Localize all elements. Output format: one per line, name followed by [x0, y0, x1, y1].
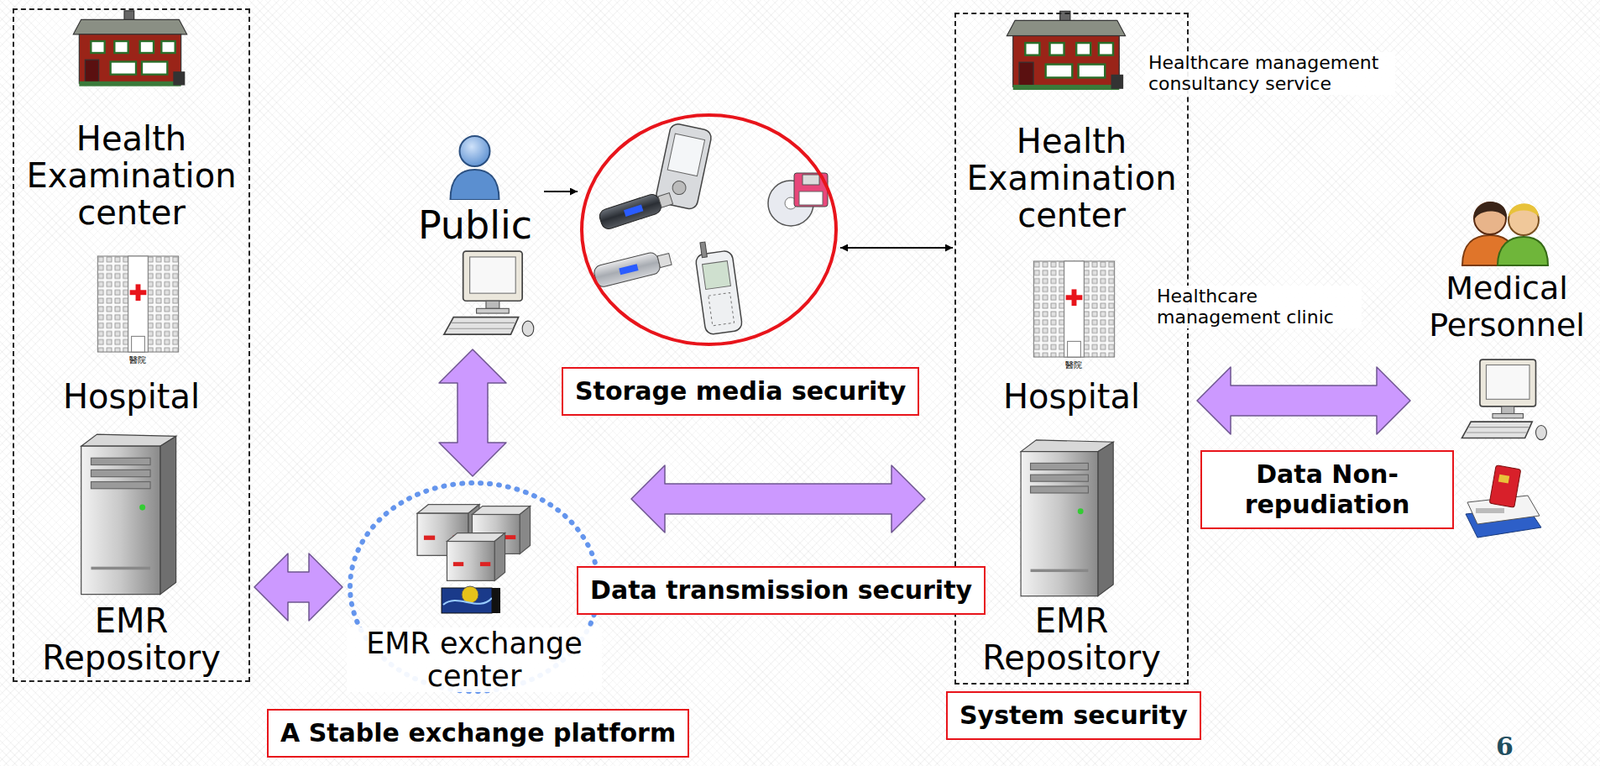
region-box: Health Examination centerHospitalEMR Rep… — [12, 8, 251, 682]
connector-arrow — [543, 190, 578, 193]
repository-node: EMR Repository — [962, 428, 1181, 682]
hospital-icon — [97, 256, 178, 352]
hospital-icon — [1033, 261, 1114, 357]
node-label: System security — [959, 700, 1188, 731]
sign-text: 醫院 — [1065, 360, 1083, 371]
connector-arrow — [840, 246, 953, 249]
actor-node: Medical Personnel — [1418, 194, 1595, 447]
computer-icon — [1461, 359, 1547, 440]
block-arrow — [1197, 366, 1411, 434]
site-node: Hospital — [20, 251, 242, 417]
node-label: Data transmission security — [590, 575, 973, 606]
block-arrow — [631, 465, 926, 533]
repository-node: EMR Repository — [20, 423, 242, 679]
computer-icon — [444, 250, 534, 336]
node-label: Health Examination center — [20, 120, 242, 231]
sign-text: 醫院 — [129, 355, 147, 366]
block-arrow — [439, 349, 507, 476]
server-icon — [81, 433, 177, 595]
medical-staff-icon — [1462, 201, 1548, 266]
node-label: Health Examination center — [962, 122, 1181, 234]
ellipse-outline — [579, 112, 839, 347]
storage-ellipse — [579, 112, 839, 347]
node-label: Storage media security — [575, 376, 906, 407]
server-icon — [1020, 439, 1114, 597]
node-label: EMR exchange center — [346, 627, 602, 692]
region-box: Health Examination centerHospitalEMR Rep… — [954, 12, 1189, 685]
exchange-circle: EMR exchange center — [346, 479, 602, 695]
site-node: Health Examination center — [20, 10, 242, 232]
page-number: 6 — [1495, 732, 1514, 762]
building-icon — [73, 10, 187, 87]
node-label: EMR Repository — [20, 601, 242, 676]
annotation-text: Healthcare management consultancy servic… — [1145, 52, 1396, 95]
card-reader-icon — [1465, 465, 1542, 538]
outline — [581, 115, 837, 345]
storage-devices — [592, 122, 828, 335]
actor-node: Public — [407, 125, 543, 346]
security-box: Data transmission security — [576, 565, 986, 615]
block-arrow — [254, 553, 343, 621]
security-box: Data Non-repudiation — [1200, 449, 1454, 529]
person-icon — [450, 135, 500, 200]
security-box: Storage media security — [561, 366, 920, 416]
node-label: Medical Personnel — [1418, 270, 1595, 344]
node-label: Hospital — [1003, 377, 1140, 415]
security-box: System security — [946, 690, 1202, 740]
site-node: Hospital — [962, 256, 1181, 421]
node-label: A Stable exchange platform — [280, 717, 676, 748]
site-node: Health Examination center — [962, 14, 1181, 235]
node-label: Hospital — [62, 377, 200, 415]
node-label: EMR Repository — [962, 601, 1181, 676]
security-box: A Stable exchange platform — [266, 708, 690, 758]
building-icon — [1006, 10, 1125, 90]
exchange-servers — [417, 504, 530, 613]
node-label: Data Non-repudiation — [1213, 459, 1441, 520]
annotation-text: Healthcare management clinic — [1153, 285, 1362, 329]
node-label: Public — [418, 203, 533, 247]
